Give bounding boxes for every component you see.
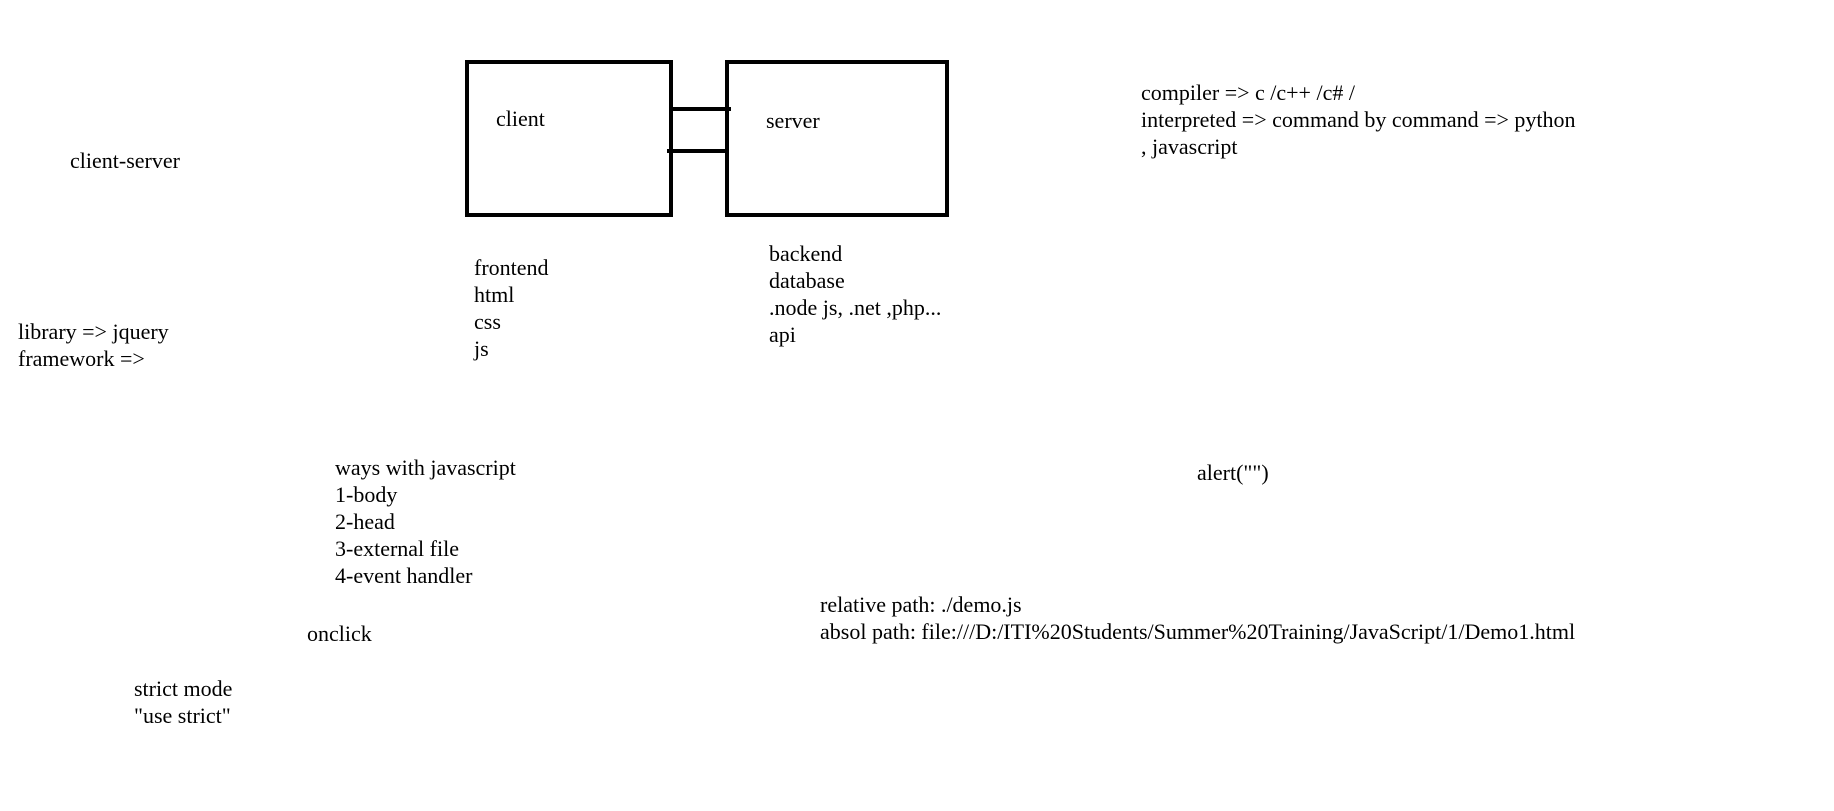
absolute-path-line: absol path: file:///D:/ITI%20Students/Su… <box>820 619 1576 644</box>
compiler-interpreted-note: compiler => c /c++ /c# / interpreted => … <box>1141 79 1576 160</box>
onclick-note: onclick <box>307 621 372 646</box>
backend-item: database <box>769 268 845 293</box>
frontend-item: js <box>474 336 489 361</box>
frontend-item: html <box>474 282 515 307</box>
ways-with-javascript-list: ways with javascript 1-body 2-head 3-ext… <box>335 454 516 589</box>
framework-line: framework => <box>18 346 145 371</box>
server-label: server <box>766 108 820 133</box>
alert-note: alert("") <box>1197 460 1269 485</box>
ways-item: 1-body <box>335 482 398 507</box>
compiler-line: compiler => c /c++ /c# / <box>1141 80 1355 105</box>
backend-item: backend <box>769 241 843 266</box>
ways-item: 2-head <box>335 509 395 534</box>
path-note: relative path: ./demo.js absol path: fil… <box>820 591 1575 645</box>
backend-list: backend database .node js, .net ,php... … <box>769 240 941 348</box>
interpreted-line: interpreted => command by command => pyt… <box>1141 107 1576 132</box>
connector-line-bottom <box>667 149 729 153</box>
frontend-item: frontend <box>474 255 549 280</box>
client-label: client <box>496 106 545 131</box>
ways-heading: ways with javascript <box>335 455 516 480</box>
use-strict-line: "use strict" <box>134 703 231 728</box>
strict-mode-note: strict mode "use strict" <box>134 675 232 729</box>
interpreted-continuation-line: , javascript <box>1141 134 1238 159</box>
client-server-title: client-server <box>70 148 180 173</box>
relative-path-line: relative path: ./demo.js <box>820 592 1022 617</box>
frontend-list: frontend html css js <box>474 254 549 362</box>
library-framework-note: library => jquery framework => <box>18 318 169 372</box>
client-box <box>465 60 673 217</box>
server-box <box>725 60 949 217</box>
ways-item: 3-external file <box>335 536 459 561</box>
backend-item: api <box>769 322 796 347</box>
library-line: library => jquery <box>18 319 169 344</box>
ways-item: 4-event handler <box>335 563 473 588</box>
backend-item: .node js, .net ,php... <box>769 295 942 320</box>
connector-line-top <box>669 107 731 111</box>
frontend-item: css <box>474 309 501 334</box>
strict-mode-line: strict mode <box>134 676 233 701</box>
